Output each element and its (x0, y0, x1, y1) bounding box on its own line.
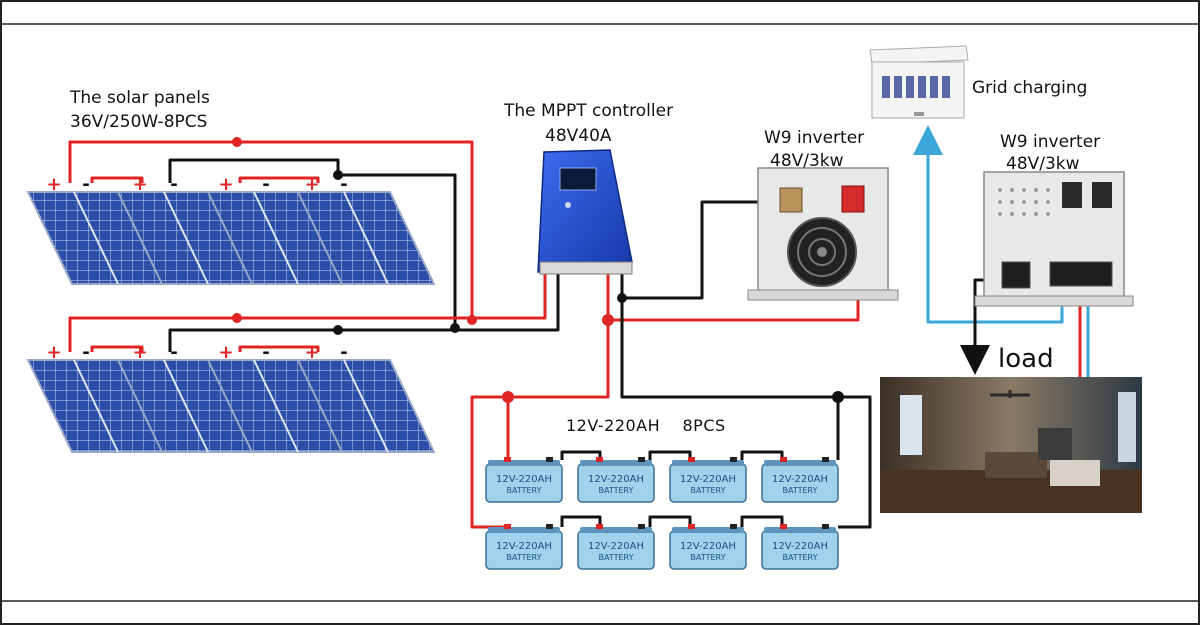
inverter2-spec: 48V/3kw (1006, 154, 1080, 174)
controller-spec: 48V40A (545, 126, 612, 146)
battery-link-top-1 (560, 450, 602, 460)
negative-terminal-mark: - (170, 342, 177, 363)
negative-terminal-mark: - (340, 342, 347, 363)
battery-model-label: 12V-220AH (588, 474, 644, 485)
battery-link-bottom-3 (740, 515, 784, 527)
panel-top-series-link-1 (90, 176, 144, 183)
inverter-title: W9 inverter (764, 128, 865, 148)
negative-terminal-mark: - (82, 342, 89, 363)
load-label: load (998, 344, 1054, 374)
panel-terminal-marks: +-+-+-+-+-+-+-+- (46, 174, 347, 363)
battery-type-label: BATTERY (599, 553, 634, 562)
positive-terminal-mark: + (304, 174, 319, 195)
battery-type-label: BATTERY (783, 486, 818, 495)
grid-charging-wire (913, 125, 1064, 324)
inverter-terminal-block (1049, 261, 1113, 287)
inverter-ac-socket (1001, 261, 1031, 289)
panel-bottom-positive-wire (68, 272, 547, 352)
positive-terminal-mark: + (304, 342, 319, 363)
inverter-negative-terminal (779, 187, 803, 213)
positive-terminal-mark: + (46, 342, 61, 363)
battery-negative-wire (620, 298, 872, 529)
controller-terminal-strip (539, 261, 633, 275)
panel-bottom-series-link-2 (238, 345, 320, 352)
positive-terminal-mark: + (218, 174, 233, 195)
panels-spec: 36V/250W-8PCS (70, 112, 208, 132)
battery-positive-wire (470, 320, 610, 529)
negative-terminal-mark: - (262, 174, 269, 195)
inverter-front (747, 167, 899, 301)
panel-top-series-link-2 (238, 176, 320, 183)
junction-dots (232, 137, 844, 403)
solar-panel (296, 359, 436, 453)
battery-model-label: 12V-220AH (680, 474, 736, 485)
panels-title: The solar panels (70, 88, 210, 108)
inverter-spec: 48V/3kw (770, 151, 844, 171)
battery-type-label: BATTERY (691, 486, 726, 495)
inverter-positive-terminal (841, 185, 865, 213)
positive-terminal-mark: + (46, 174, 61, 195)
panel-top-negative-wire (168, 158, 457, 328)
battery-link-bottom-1 (560, 515, 602, 527)
battery-model-label: 12V-220AH (772, 541, 828, 552)
battery-link-top-2 (648, 450, 692, 460)
inverter-back (974, 171, 1134, 307)
mppt-controller (537, 149, 633, 275)
solar-panel (296, 191, 436, 285)
controller-button (565, 202, 571, 208)
battery-model-label: 12V-220AH (496, 474, 552, 485)
battery-model-label: 12V-220AH (680, 541, 736, 552)
controller-negative-to-inverter (620, 200, 792, 300)
negative-terminal-mark: - (82, 174, 89, 195)
panel-top-positive-wire (68, 140, 474, 320)
negative-terminal-mark: - (262, 342, 269, 363)
inverter2-title: W9 inverter (1000, 132, 1101, 152)
battery-type-label: BATTERY (599, 486, 634, 495)
controller-title: The MPPT controller (504, 101, 674, 121)
positive-terminal-mark: + (132, 342, 147, 363)
battery-type-label: BATTERY (507, 553, 542, 562)
grid-breaker-box (869, 45, 969, 119)
inverter-breaker-2 (1092, 182, 1112, 208)
positive-terminal-mark: + (132, 174, 147, 195)
battery-type-label: BATTERY (507, 486, 542, 495)
battery-link-bottom-2 (648, 515, 692, 527)
battery-bank-label: 12V-220AH 8PCS (566, 416, 726, 435)
grid-charging-label: Grid charging (972, 78, 1088, 98)
battery-type-label: BATTERY (691, 553, 726, 562)
battery-model-label: 12V-220AH (772, 474, 828, 485)
battery-model-label: 12V-220AH (496, 541, 552, 552)
battery-type-label: BATTERY (783, 553, 818, 562)
panel-bottom-negative-wire (168, 272, 560, 352)
load-room-image (880, 377, 1142, 513)
negative-terminal-mark: - (170, 174, 177, 195)
positive-terminal-mark: + (218, 342, 233, 363)
battery-link-top-3 (740, 450, 784, 460)
solar-panel-array (26, 191, 436, 453)
inverter-breaker-1 (1062, 182, 1082, 208)
battery-bank: 12V-220AHBATTERY12V-220AHBATTERY12V-220A… (485, 457, 839, 570)
panel-bottom-series-link-1 (90, 345, 144, 352)
battery-model-label: 12V-220AH (588, 541, 644, 552)
wiring (68, 125, 1090, 529)
negative-terminal-mark: - (340, 174, 347, 195)
controller-display (559, 167, 597, 191)
